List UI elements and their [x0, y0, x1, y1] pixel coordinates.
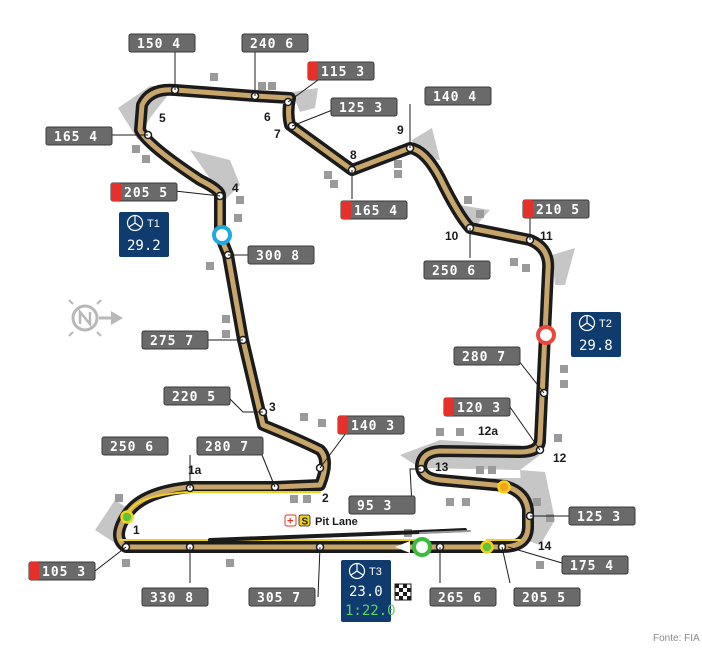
speed-trap-brake: 205 5	[110, 182, 178, 202]
turn-label: 12	[553, 451, 567, 465]
speed-trap-brake: 165 4	[340, 200, 408, 220]
sector-label: T3	[369, 566, 382, 578]
svg-text:330 8: 330 8	[150, 591, 194, 606]
svg-text:150 4: 150 4	[137, 37, 181, 52]
speed-trap-brake: 105 3	[28, 561, 96, 581]
lap-time: 1:22.0	[345, 603, 396, 619]
turn-label: 7	[274, 127, 281, 141]
turn-label: 6	[264, 110, 271, 124]
compass-icon	[68, 299, 123, 337]
speed-trap-brake: 210 5	[522, 199, 590, 219]
race-track	[113, 83, 555, 553]
sector-time: 23.0	[349, 584, 383, 600]
safety-s-icon: S	[302, 517, 309, 528]
source-credit: Fonte: FIA	[653, 633, 700, 644]
speed-trap: 250 6	[423, 260, 491, 280]
turn-numbers: 1 1a 2 3 4 5 6 7 8 9 10 11 12 12a 13 14	[133, 110, 567, 553]
svg-text:165 4: 165 4	[354, 204, 398, 219]
speed-trap-brake: 140 3	[337, 415, 405, 435]
speed-trap: 275 7	[141, 330, 209, 350]
svg-text:275 7: 275 7	[150, 334, 194, 349]
turn-label: 2	[322, 491, 329, 505]
speed-trap: 125 3	[568, 506, 636, 526]
svg-text:265 6: 265 6	[438, 591, 482, 606]
mercedes-logo-icon	[578, 314, 596, 332]
svg-text:105 3: 105 3	[42, 565, 86, 580]
speed-trap: 165 4	[45, 126, 113, 146]
svg-text:250 6: 250 6	[432, 264, 476, 279]
svg-text:280 7: 280 7	[205, 440, 249, 455]
speed-trap: 95 3	[348, 495, 416, 515]
speed-trap: 250 6	[101, 436, 169, 456]
svg-text:305 7: 305 7	[257, 591, 301, 606]
sector-time: 29.2	[127, 238, 161, 254]
mercedes-logo-icon	[348, 562, 366, 580]
svg-text:115 3: 115 3	[321, 65, 365, 80]
svg-text:140 4: 140 4	[433, 90, 477, 105]
svg-text:205 5: 205 5	[124, 186, 168, 201]
sector-time: 29.8	[579, 338, 613, 354]
svg-text:140 3: 140 3	[351, 419, 395, 434]
svg-text:280 7: 280 7	[462, 350, 506, 365]
turn-label: 4	[232, 181, 239, 195]
drs-markers	[120, 480, 511, 554]
speed-trap: 330 8	[141, 587, 209, 607]
trackside-markers	[115, 73, 568, 569]
turn-label: 9	[397, 123, 404, 137]
svg-text:165 4: 165 4	[54, 130, 98, 145]
sector-markers	[212, 225, 556, 557]
speed-trap: 220 5	[163, 386, 231, 406]
svg-text:175 4: 175 4	[570, 559, 614, 574]
turn-label: 14	[538, 539, 552, 553]
speed-trap: 265 6	[429, 587, 497, 607]
direction-arrow-icon	[395, 541, 410, 553]
turn-label: 5	[159, 111, 166, 125]
speed-trap: 305 7	[248, 587, 316, 607]
svg-text:205 5: 205 5	[522, 591, 566, 606]
svg-text:125 3: 125 3	[577, 510, 621, 525]
speed-trap: 300 8	[247, 245, 315, 265]
svg-text:95 3: 95 3	[357, 499, 392, 514]
turn-label: 8	[350, 148, 357, 162]
speed-trap: 280 7	[453, 346, 521, 366]
medical-icon: +	[287, 516, 293, 528]
svg-text:220 5: 220 5	[172, 390, 216, 405]
sector-label: T2	[599, 318, 612, 330]
speed-trap: 140 4	[424, 86, 492, 106]
turn-label: 12a	[478, 424, 498, 438]
svg-text:240 6: 240 6	[250, 37, 294, 52]
turn-label: 3	[269, 400, 276, 414]
mercedes-logo-icon	[126, 214, 144, 232]
turn-label: 1	[133, 523, 140, 537]
sector-label: T1	[147, 218, 160, 230]
speed-trap: 205 5	[513, 587, 581, 607]
speed-trap: 175 4	[561, 555, 629, 575]
sector-box-t2: T2 29.8	[571, 312, 621, 357]
speed-trap: 280 7	[196, 436, 264, 456]
svg-text:250 6: 250 6	[110, 440, 154, 455]
svg-text:210 5: 210 5	[536, 203, 580, 218]
leader-lines	[94, 52, 570, 598]
speed-trap: 240 6	[241, 33, 309, 53]
svg-text:125 3: 125 3	[339, 101, 383, 116]
speed-trap-brake: 115 3	[307, 61, 375, 81]
speed-trap: 150 4	[128, 33, 196, 53]
speed-trap-displays: 150 4 240 6 115 3 125 3 140 4 165 4 205 …	[28, 33, 636, 607]
speed-trap: 125 3	[330, 97, 398, 117]
speed-trap-brake: 120 3	[443, 397, 511, 417]
pit-lane-text: Pit Lane	[315, 516, 358, 528]
turn-label: 11	[540, 229, 553, 243]
pit-lane-label: + S Pit Lane	[284, 514, 358, 528]
sector-box-t3: T3 23.0 1:22.0	[341, 560, 396, 622]
svg-text:300 8: 300 8	[256, 249, 300, 264]
turn-label: 10	[445, 229, 459, 243]
svg-text:120 3: 120 3	[457, 401, 501, 416]
turn-label: 13	[435, 460, 449, 474]
turn-label: 1a	[188, 463, 202, 477]
sector-box-t1: T1 29.2	[119, 212, 169, 257]
checkered-flag-icon	[394, 583, 412, 601]
